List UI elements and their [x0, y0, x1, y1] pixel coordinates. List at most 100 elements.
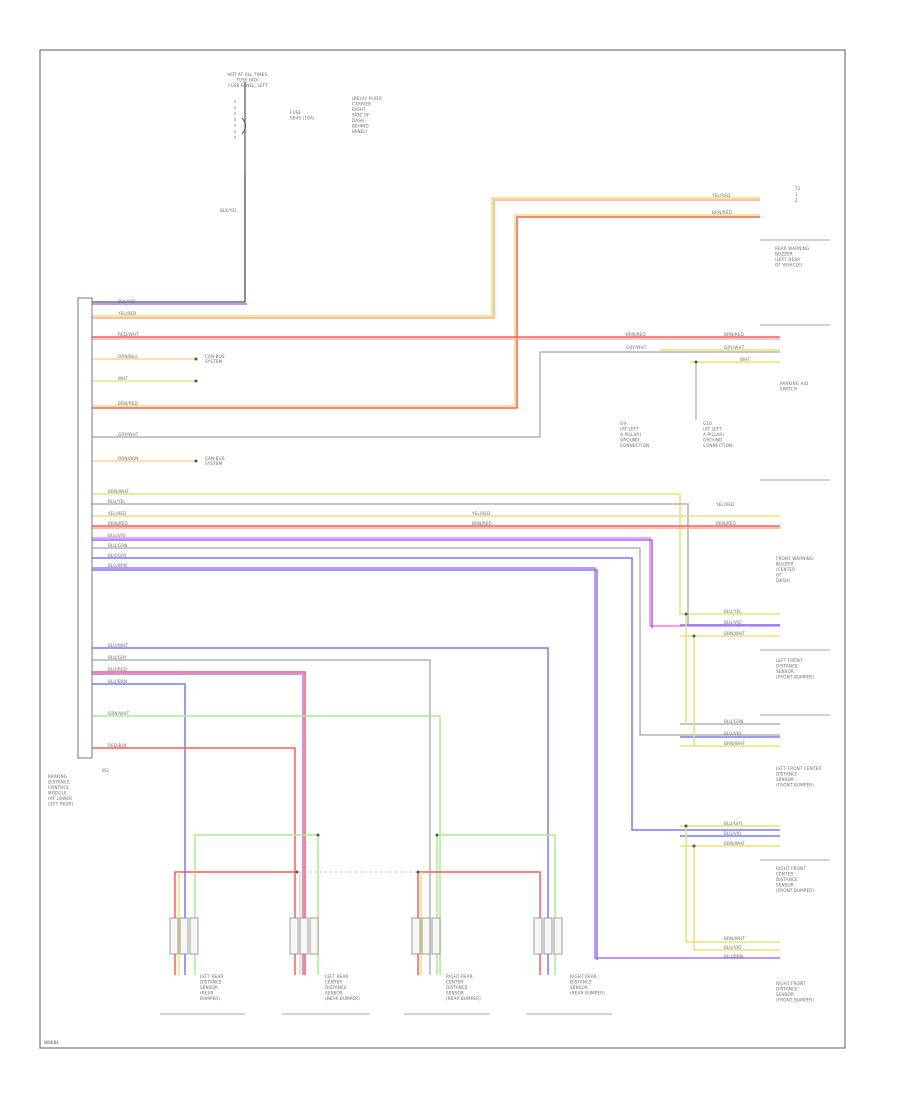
rear-harness-label-7: BLU/GRY — [108, 553, 127, 558]
s1-wire-label-2: BLU/VIO — [724, 620, 742, 625]
wire-blu-vio-1b — [92, 539, 653, 628]
harness-label-5: WHT — [118, 376, 128, 381]
s4-desc: RIGHT FRONT DISTANCE SENSOR (FRONT BUMPE… — [776, 981, 814, 1003]
s2-wire-label-1: BLU/GRN — [724, 719, 743, 724]
wire-blu-yel-1 — [92, 503, 780, 626]
junction-dot-8 — [316, 833, 320, 837]
bottom-sensor-1-desc: LEFT REAR DISTANCE SENSOR (REAR BUMPER) — [200, 974, 225, 1001]
bus-green-left — [194, 834, 319, 975]
fuse-note-label: (RELAY PLATE CARRIER RIGHT SIDE OF DASH … — [352, 96, 383, 134]
wire-red-blk-r — [92, 747, 296, 975]
rear-sensor-label-4: BLU/BRN — [108, 679, 127, 684]
s3-wire-label-1: BLU/GRY — [724, 821, 743, 826]
s2-desc: LEFT FRONT CENTER DISTANCE SENSOR (FRONT… — [776, 766, 823, 788]
switch-desc: PARKING AID SWITCH — [780, 381, 810, 392]
junction-dot-7 — [416, 870, 420, 874]
wire-blu-vio-1 — [92, 537, 780, 627]
s1-wire-label-3: BRN/WHT — [724, 631, 745, 636]
junction-dot-6 — [295, 870, 299, 874]
wire-grn-wht-r — [92, 715, 441, 975]
fuse-box-label: HOT AT ALL TIMES FUSE BOX FUSE PANEL, LE… — [227, 72, 268, 88]
wire-blu-gry-r — [92, 659, 431, 975]
s3-wire-label-2: BLU/VIO — [724, 831, 742, 836]
rear-harness-label-4: BRN/RED — [108, 521, 128, 526]
switch-wire-1: BRN/RED — [626, 332, 646, 337]
junction-dot-9 — [435, 833, 439, 837]
wire-blu-brn-r — [92, 683, 186, 975]
s4-wire-label-3: BLU/BRN — [724, 954, 743, 959]
s4-wire-label-2: BLU/VIO — [724, 945, 742, 950]
top-spk-label-2: BRN/RED — [712, 210, 732, 215]
s4-wire-label-1: BRN/WHT — [724, 936, 745, 941]
wire-brn-red-top-2 — [92, 216, 760, 409]
s3-wire-label-3: BRN/WHT — [724, 841, 745, 846]
rear-harness-label-5: BLU/VIO — [108, 533, 126, 538]
wire-brn-red-top — [92, 214, 760, 407]
ground-desc-b: G10 (AT LEFT A-PILLAR) GROUND CONNECTION — [703, 421, 732, 448]
canbus-label-a: CAN-BUS SYSTEM — [205, 354, 226, 364]
mid-spk-label-4: BRN/RED — [716, 521, 736, 526]
ground-desc-a: G9 (AT LEFT A-PILLAR) GROUND CONNECTION — [620, 421, 649, 448]
label-layer: HOT AT ALL TIMES FUSE BOX FUSE PANEL, LE… — [44, 72, 823, 1045]
bottom-sensor-4-desc: RIGHT REAR DISTANCE SENSOR (REAR BUMPER) — [570, 974, 605, 996]
top-spk-conn: T2 1 2 — [794, 186, 802, 203]
bottom-sensor-3-desc: RIGHT REAR CENTER DISTANCE SENSOR (REAR … — [446, 974, 481, 1001]
junction-dot-4 — [684, 824, 688, 828]
s2-wire-label-3: BRN/WHT — [724, 741, 745, 746]
harness-label-2: YEL/RED — [117, 311, 136, 316]
park-module-label: PARKING DISTANCE CONTROL MODULE (AT LOWE… — [48, 774, 74, 807]
switch-wire-4: GRY/WHT — [724, 345, 745, 350]
canbus-label-b: CAN-BUS SYSTEM — [205, 456, 226, 466]
fuse-name-label: FUSE SB45 (10A) — [290, 110, 315, 121]
rear-sensor-label-2: BLU/GRY — [108, 655, 127, 660]
wire-blu-red-r — [92, 671, 306, 975]
switch-wire-3: BRN/RED — [724, 332, 744, 337]
harness-label-6: BRN/RED — [118, 401, 138, 406]
fuse-symbol — [234, 82, 246, 170]
s2-wire-label-2: BLU/VIO — [724, 731, 742, 736]
ground-dot-3 — [194, 459, 198, 463]
rear-sensor-label-5: GRN/WHT — [108, 711, 130, 716]
rear-harness-label-1: BRN/WHT — [108, 489, 129, 494]
rear-harness-label-8: BLU/BRN — [108, 563, 127, 568]
mid-spk-label-2: BRN/RED — [472, 521, 492, 526]
harness-label-3: RED/WHT — [118, 332, 139, 337]
s3-desc: RIGHT FRONT CENTER DISTANCE SENSOR (FRON… — [776, 866, 814, 893]
rear-harness-label-6: BLU/GRN — [108, 543, 127, 548]
switch-wire-5: WHT — [740, 357, 750, 362]
rear-harness-label-3: YEL/RED — [107, 511, 126, 516]
s3-drop — [685, 826, 780, 943]
junction-dot-2 — [684, 612, 688, 616]
rear-sensor-label-3: BLU/RED — [108, 667, 127, 672]
rear-harness-label-2: BLU/YEL — [108, 499, 126, 504]
footer-id: W0084 — [44, 1040, 59, 1045]
s1-wire-label-1: BLU/YEL — [724, 609, 742, 614]
right-component-underlines — [760, 239, 830, 861]
bottom-sensor-2-desc: LEFT REAR CENTER DISTANCE SENSOR (REAR B… — [325, 974, 360, 1001]
s4-wire-a — [693, 846, 780, 951]
mid-spk-label-3: YEL/RED — [715, 502, 734, 507]
top-spk-label-1: YEL/RED — [711, 193, 730, 198]
harness-label-8: ORN/BRN — [118, 456, 138, 461]
wire-blu-gry-1 — [92, 557, 780, 831]
mid-spk-label-1: YEL/RED — [471, 511, 490, 516]
ground-label: W2 — [102, 768, 109, 773]
ground-dot-2 — [194, 379, 198, 383]
bus-green-right — [436, 834, 556, 975]
junction-dot-3 — [692, 634, 696, 638]
wire-blu-brn-1b — [92, 569, 598, 960]
wire-blu-grn-1 — [92, 547, 780, 736]
harness-label-4: ORN/BLU — [118, 354, 138, 359]
rear-sensor-label-1: BLU/WHT — [108, 643, 128, 648]
switch-wire-2: GRY/WHT — [626, 345, 647, 350]
wire-gry-wht — [92, 351, 780, 438]
wires-group — [92, 170, 780, 975]
ground-dot-1 — [194, 357, 198, 361]
fuse-feed-wire — [92, 170, 246, 303]
rear-sensor-label-6: RED/BLK — [108, 743, 127, 748]
wire-brn-wht-1 — [92, 493, 780, 615]
diagram-frame — [39, 49, 846, 1049]
harness-label-1: BLK/VIO — [118, 299, 136, 304]
wire-blu-wht-r — [92, 647, 549, 975]
